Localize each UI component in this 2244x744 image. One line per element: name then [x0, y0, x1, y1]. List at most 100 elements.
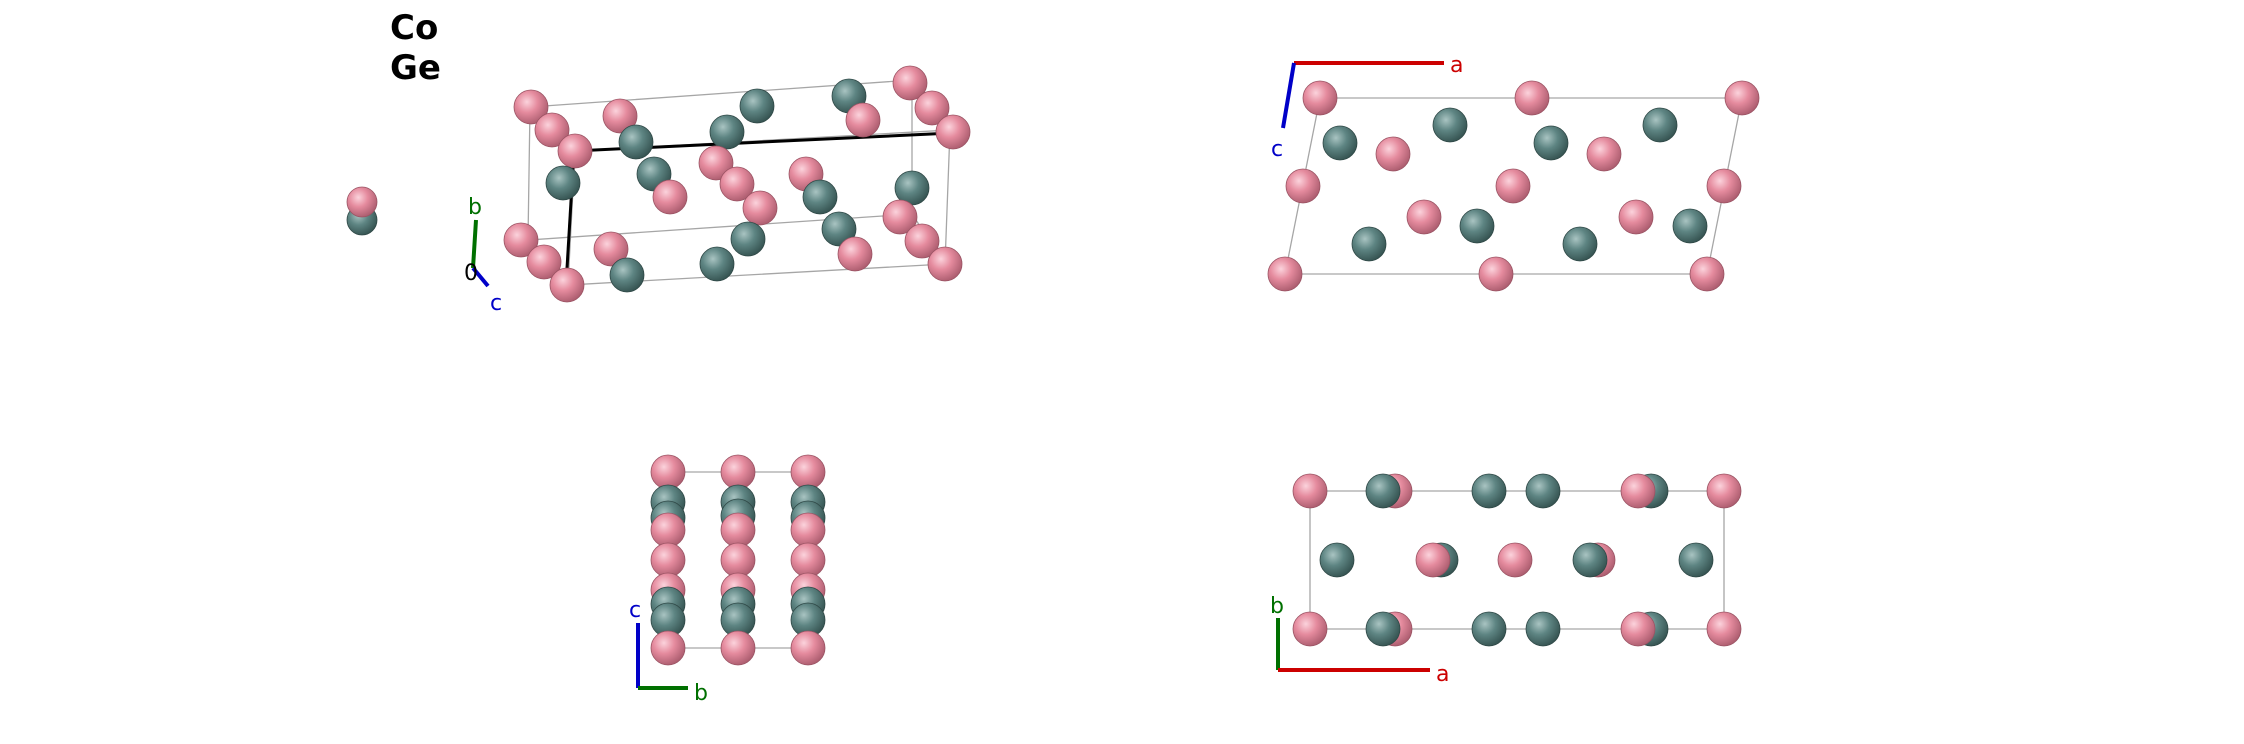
co-atom: [790, 454, 826, 490]
co-atom: [650, 512, 686, 548]
ge-atom: [1432, 107, 1468, 143]
co-atom: [904, 223, 940, 259]
origin-label: 0: [464, 261, 478, 286]
co-atom: [1706, 168, 1742, 204]
ge-atom: [1525, 611, 1561, 647]
co-atom: [549, 267, 585, 303]
axis-triad: b a: [1270, 594, 1449, 687]
co-atom: [698, 145, 734, 181]
co-atom: [927, 246, 963, 282]
ge-atom: [609, 257, 645, 293]
co-atom: [1620, 473, 1656, 509]
ge-atom: [1471, 611, 1507, 647]
ge-atom: [618, 124, 654, 160]
co-atom: [1292, 473, 1328, 509]
ge-atom: [1562, 226, 1598, 262]
co-atom: [882, 199, 918, 235]
co-atom: [935, 114, 971, 150]
a-axis-label: a: [1436, 662, 1449, 687]
co-atom: [1586, 136, 1622, 172]
top-right-view-panel: a c: [1267, 53, 1760, 292]
atom-layer: [346, 65, 971, 303]
co-atom: [1706, 611, 1742, 647]
co-atom: [1302, 80, 1338, 116]
ge-atom: [699, 246, 735, 282]
c-axis-label: c: [629, 598, 641, 623]
ge-atom: [1642, 107, 1678, 143]
ge-atom: [1471, 473, 1507, 509]
co-atom: [1478, 256, 1514, 292]
co-atom: [790, 512, 826, 548]
co-atom: [1497, 542, 1533, 578]
c-axis-label: c: [490, 291, 502, 316]
co-atom: [1375, 136, 1411, 172]
co-atom: [503, 222, 539, 258]
co-atom: [1706, 473, 1742, 509]
axis-triad: c b: [629, 598, 708, 706]
co-atom: [1267, 256, 1303, 292]
ge-atom: [1672, 208, 1708, 244]
b-axis-line: [471, 219, 478, 269]
legend-entry-co: Co: [390, 8, 439, 48]
co-atom: [790, 630, 826, 666]
co-atom: [650, 542, 686, 578]
co-atom: [557, 133, 593, 169]
co-atom: [1495, 168, 1531, 204]
ge-atom: [1365, 473, 1401, 509]
co-atom: [837, 236, 873, 272]
ge-atom: [1351, 226, 1387, 262]
bottom-right-view-panel: b a: [1270, 473, 1742, 687]
ge-atom: [709, 114, 745, 150]
atom-layer: [1292, 473, 1742, 647]
co-atom: [720, 512, 756, 548]
co-atom: [1689, 256, 1725, 292]
ge-atom: [1319, 542, 1355, 578]
c-axis-line: [1281, 62, 1296, 129]
co-atom: [1285, 168, 1321, 204]
ge-atom: [802, 179, 838, 215]
ge-atom: [821, 211, 857, 247]
co-atom: [1724, 80, 1760, 116]
ge-atom: [1525, 473, 1561, 509]
c-axis-label: c: [1271, 137, 1283, 162]
c-axis-line: [471, 266, 490, 288]
co-atom: [720, 542, 756, 578]
co-atom: [513, 89, 549, 125]
ge-atom: [1533, 125, 1569, 161]
ge-atom: [739, 88, 775, 124]
co-atom: [1415, 542, 1451, 578]
co-atom: [720, 454, 756, 490]
co-atom: [790, 542, 826, 578]
co-atom: [650, 454, 686, 490]
axis-triad: a c: [1271, 53, 1463, 162]
ge-atom: [730, 221, 766, 257]
atom-layer: [1267, 80, 1760, 292]
co-atom: [914, 90, 950, 126]
axis-triad: b c 0: [464, 195, 502, 316]
a-axis-label: a: [1450, 53, 1463, 78]
ge-atom: [1459, 208, 1495, 244]
ge-atom: [1322, 125, 1358, 161]
co-atom: [602, 98, 638, 134]
co-atom: [1514, 80, 1550, 116]
b-axis-label: b: [1270, 594, 1284, 619]
ge-atom: [1572, 542, 1608, 578]
b-axis-label: b: [694, 681, 708, 706]
element-legend: Co Ge: [390, 8, 441, 88]
co-atom: [719, 166, 755, 202]
co-atom: [892, 65, 928, 101]
co-atom: [346, 186, 378, 218]
legend-entry-ge: Ge: [390, 48, 441, 88]
co-atom: [742, 190, 778, 226]
co-atom: [1618, 199, 1654, 235]
co-atom: [1292, 611, 1328, 647]
ge-atom: [545, 165, 581, 201]
ge-atom: [1678, 542, 1714, 578]
perspective-view-panel: b c 0: [346, 65, 971, 316]
co-atom: [534, 112, 570, 148]
co-atom: [593, 231, 629, 267]
ge-atom: [1365, 611, 1401, 647]
co-atom: [720, 630, 756, 666]
co-atom: [526, 244, 562, 280]
